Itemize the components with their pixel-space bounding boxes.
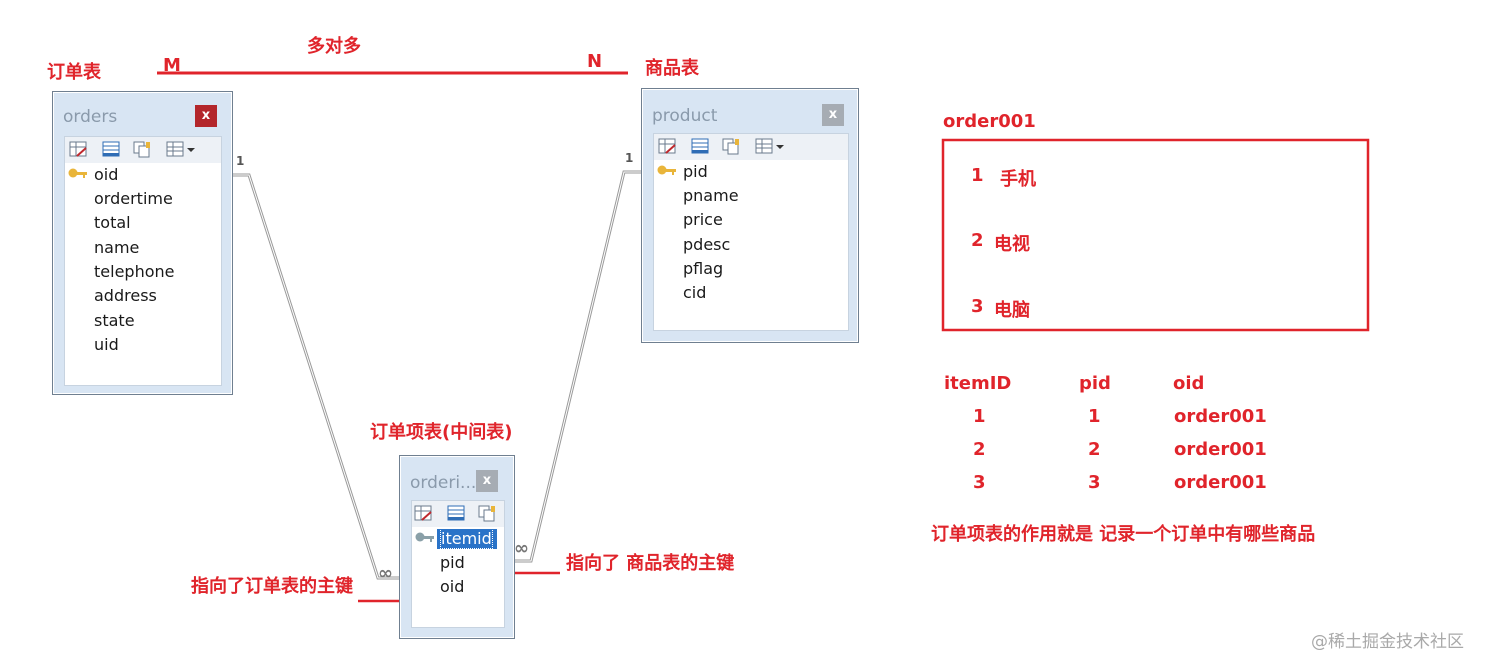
field-ordertime[interactable]: ordertime	[94, 189, 173, 208]
product-close-button[interactable]: x	[822, 104, 844, 126]
primary-key-icon	[68, 168, 87, 178]
field-oid[interactable]: oid	[94, 165, 119, 184]
field-itemid-label: itemid	[440, 528, 493, 549]
mapping-row-1-pid: 1	[1088, 406, 1101, 427]
primary-key-icon	[657, 165, 676, 175]
table-view-icon[interactable]	[102, 141, 121, 158]
mapping-header-itemid: itemID	[944, 373, 1012, 394]
field-address[interactable]: address	[94, 286, 157, 305]
product-table-window[interactable]: product x pid pname price pdesc pflag ci…	[641, 88, 859, 343]
points-product-pk-label: 指向了 商品表的主键	[566, 553, 735, 574]
mapping-row-2-oid: order001	[1174, 439, 1267, 460]
field-name[interactable]: name	[94, 238, 140, 257]
table-options-icon[interactable]	[755, 138, 789, 155]
example-item-1-name: 手机	[1000, 169, 1036, 190]
many-marker-orders: ∞	[378, 563, 393, 584]
points-orders-pk-label: 指向了订单表的主键	[191, 576, 353, 597]
many-to-many-label: 多对多	[307, 36, 361, 57]
example-item-2-name: 电视	[994, 234, 1030, 255]
orderitem-table-title: orderi...	[410, 473, 477, 493]
mapping-row-1-oid: order001	[1174, 406, 1267, 427]
mapping-header-oid: oid	[1173, 373, 1205, 394]
product-table-label: 商品表	[645, 58, 699, 79]
mapping-row-3-oid: order001	[1174, 472, 1267, 493]
example-item-3-num: 3	[971, 296, 984, 317]
edit-table-icon[interactable]	[414, 505, 433, 522]
conclusion-text: 订单项表的作用就是 记录一个订单中有哪些商品	[931, 524, 1316, 545]
orders-one-marker: 1	[236, 154, 245, 168]
field-price[interactable]: price	[683, 210, 723, 229]
orders-table-window[interactable]: orders x oid ordertime total name teleph…	[52, 91, 233, 395]
orders-toolbar	[65, 137, 221, 163]
field-telephone[interactable]: telephone	[94, 262, 175, 281]
orders-table-title: orders	[63, 107, 118, 127]
example-item-3-name: 电脑	[994, 300, 1030, 321]
example-item-1-num: 1	[971, 165, 984, 186]
middle-table-label: 订单项表(中间表)	[370, 422, 513, 443]
mapping-row-2-itemid: 2	[973, 439, 986, 460]
field-state[interactable]: state	[94, 311, 135, 330]
edit-table-icon[interactable]	[658, 138, 677, 155]
product-table-title: product	[652, 106, 718, 126]
n-label: N	[587, 51, 603, 72]
mapping-row-2-pid: 2	[1088, 439, 1101, 460]
orders-table-label: 订单表	[47, 62, 101, 83]
field-pname[interactable]: pname	[683, 186, 739, 205]
table-view-icon[interactable]	[447, 505, 466, 522]
mapping-row-3-itemid: 3	[973, 472, 986, 493]
field-total[interactable]: total	[94, 213, 131, 232]
orders-orderitem-connector	[232, 173, 399, 580]
table-options-icon[interactable]	[166, 141, 200, 158]
field-pid[interactable]: pid	[683, 162, 708, 181]
field-item-pid[interactable]: pid	[440, 553, 465, 572]
order-example-title: order001	[943, 111, 1036, 132]
orderitem-close-button[interactable]: x	[476, 470, 498, 492]
mapping-row-1-itemid: 1	[973, 406, 986, 427]
orderitem-table-window[interactable]: orderi... x itemid pid oid	[399, 455, 515, 639]
mapping-row-3-pid: 3	[1088, 472, 1101, 493]
m-label: M	[163, 55, 181, 76]
field-pdesc[interactable]: pdesc	[683, 235, 731, 254]
example-item-2-num: 2	[971, 230, 984, 251]
field-itemid[interactable]: itemid	[437, 528, 497, 549]
field-uid[interactable]: uid	[94, 335, 119, 354]
orderitem-toolbar	[412, 501, 504, 527]
table-view-icon[interactable]	[691, 138, 710, 155]
field-pflag[interactable]: pflag	[683, 259, 724, 278]
product-toolbar	[654, 134, 848, 160]
product-table-body: pid pname price pdesc pflag cid	[653, 133, 849, 331]
order-example-box	[941, 138, 1370, 332]
orders-table-body: oid ordertime total name telephone addre…	[64, 136, 222, 386]
orderitem-table-body: itemid pid oid	[411, 500, 505, 628]
mapping-header-pid: pid	[1079, 373, 1111, 394]
copy-table-icon[interactable]	[478, 505, 497, 522]
edit-table-icon[interactable]	[69, 141, 88, 158]
field-item-oid[interactable]: oid	[440, 577, 465, 596]
copy-table-icon[interactable]	[133, 141, 152, 158]
watermark: @稀土掘金技术社区	[1311, 632, 1464, 652]
many-marker-product: ∞	[514, 538, 529, 559]
orders-close-button[interactable]: x	[195, 105, 217, 127]
product-one-marker: 1	[625, 151, 634, 165]
copy-table-icon[interactable]	[722, 138, 741, 155]
primary-key-icon	[415, 532, 434, 542]
field-cid[interactable]: cid	[683, 283, 707, 302]
